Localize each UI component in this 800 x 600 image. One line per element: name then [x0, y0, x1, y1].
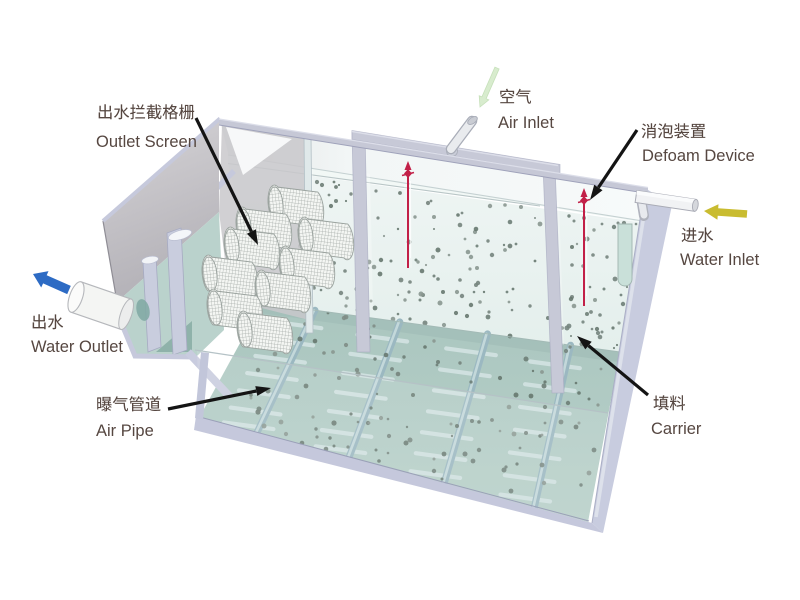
svg-text:Water Outlet: Water Outlet — [31, 338, 123, 356]
svg-text:Air Pipe: Air Pipe — [96, 422, 154, 440]
svg-text:Air Inlet: Air Inlet — [498, 114, 554, 132]
svg-text:Defoam Device: Defoam Device — [642, 147, 755, 165]
svg-text:Water Inlet: Water Inlet — [680, 251, 760, 269]
svg-text:Carrier: Carrier — [651, 420, 702, 438]
svg-text:Outlet Screen: Outlet Screen — [96, 133, 197, 151]
